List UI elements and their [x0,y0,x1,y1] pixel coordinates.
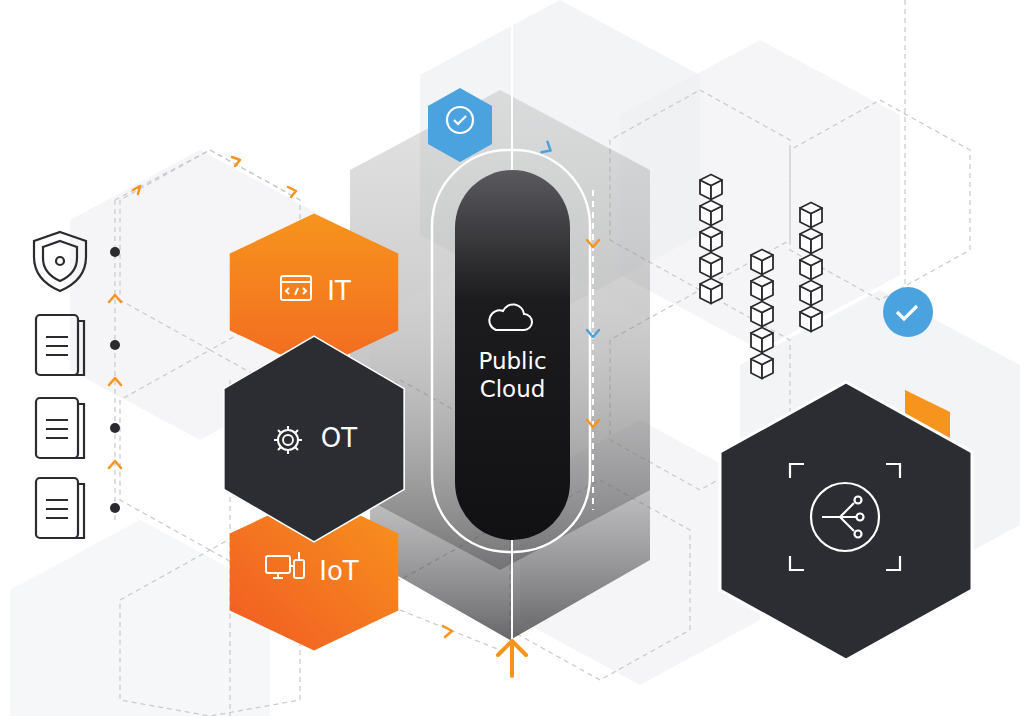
node-label: IoT [319,556,358,587]
node-outline [222,334,406,544]
cloud-icon [489,304,532,330]
document-icons [36,315,84,538]
iot-icon [266,552,304,578]
block-stacks [700,175,822,379]
hex-node: OT [222,334,406,544]
analytics-hexagon [720,287,972,660]
connector-dots [110,247,120,513]
cloud-pill: Public Cloud [455,170,570,540]
node-label: OT [321,423,357,454]
code-icon [281,276,311,300]
node-label: IT [327,276,351,307]
check-hexagon [428,88,492,162]
cloud-outline [432,150,590,552]
input-path [115,150,500,650]
shield-icon [34,232,86,291]
faint-hexagons [10,0,1020,716]
flow-line [592,190,594,510]
gear-icon [274,426,302,454]
node-label: Public Cloud [463,348,562,403]
